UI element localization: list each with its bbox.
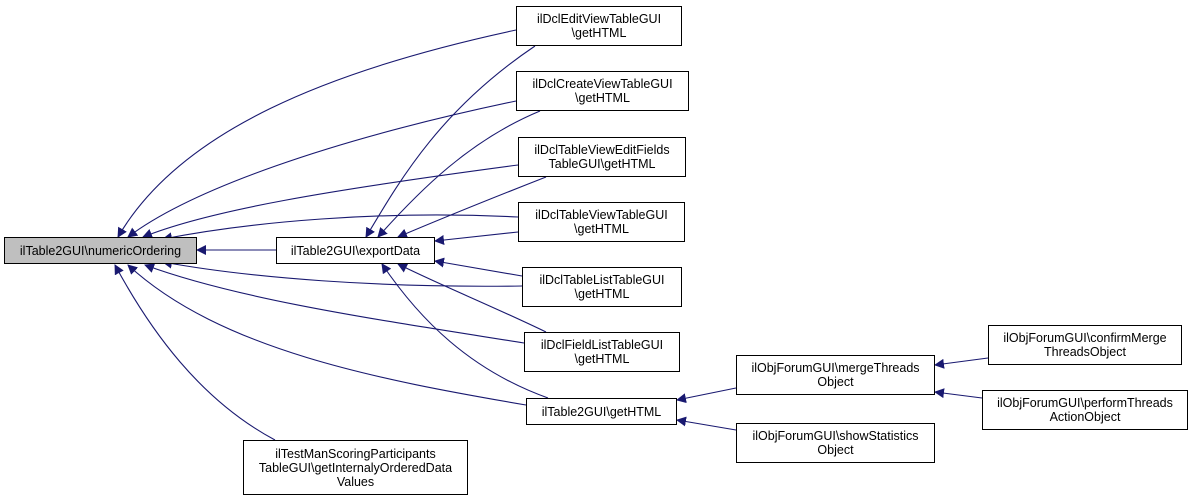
node-edit-fields[interactable]: ilDclTableViewEditFields TableGUI\getHTM…: [518, 137, 686, 177]
edge-testMan-to-numericOrdering: [114, 264, 276, 441]
node-create-view[interactable]: ilDclCreateViewTableGUI \getHTML: [516, 71, 689, 111]
node-merge-threads[interactable]: ilObjForumGUI\mergeThreads Object: [736, 355, 935, 395]
edge-mergeThreads-to-getHTML: [676, 387, 737, 404]
edge-tableList-to-exportData: [434, 257, 523, 277]
node-test-man[interactable]: ilTestManScoringParticipants TableGUI\ge…: [243, 440, 468, 495]
edge-editFields-to-exportData: [397, 176, 547, 239]
edge-tableView-to-exportData: [434, 231, 519, 246]
edge-confirmMerge-to-mergeThreads: [934, 357, 989, 369]
node-perform-threads[interactable]: ilObjForumGUI\performThreads ActionObjec…: [982, 390, 1188, 430]
edge-fieldList-to-exportData: [397, 263, 547, 333]
node-numeric-ordering[interactable]: ilTable2GUI\numericOrdering: [4, 237, 197, 264]
edge-createView-to-exportData: [377, 110, 541, 238]
edge-getHTML-to-exportData: [381, 263, 549, 399]
edge-tableList-to-numericOrdering: [162, 258, 523, 287]
edge-getHTML-to-numericOrdering: [127, 264, 527, 406]
edge-tableView-to-numericOrdering: [162, 214, 519, 243]
node-get-html[interactable]: ilTable2GUI\getHTML: [526, 398, 677, 425]
node-field-list[interactable]: ilDclFieldListTableGUI \getHTML: [524, 332, 680, 372]
node-show-statistics[interactable]: ilObjForumGUI\showStatistics Object: [736, 423, 935, 463]
edge-fieldList-to-numericOrdering: [144, 263, 525, 344]
node-edit-view[interactable]: ilDclEditViewTableGUI \getHTML: [516, 6, 682, 46]
node-confirm-merge[interactable]: ilObjForumGUI\confirmMerge ThreadsObject: [988, 325, 1182, 365]
edge-createView-to-numericOrdering: [127, 100, 517, 238]
edge-showStatistics-to-getHTML: [676, 416, 737, 431]
edge-performThreads-to-mergeThreads: [934, 388, 983, 399]
node-export-data[interactable]: ilTable2GUI\exportData: [276, 237, 435, 264]
edge-editView-to-numericOrdering: [117, 29, 517, 238]
node-table-list[interactable]: ilDclTableListTableGUI \getHTML: [522, 267, 682, 307]
edge-editFields-to-numericOrdering: [142, 164, 519, 239]
edge-editView-to-exportData: [365, 45, 536, 238]
node-table-view[interactable]: ilDclTableViewTableGUI \getHTML: [518, 202, 685, 242]
